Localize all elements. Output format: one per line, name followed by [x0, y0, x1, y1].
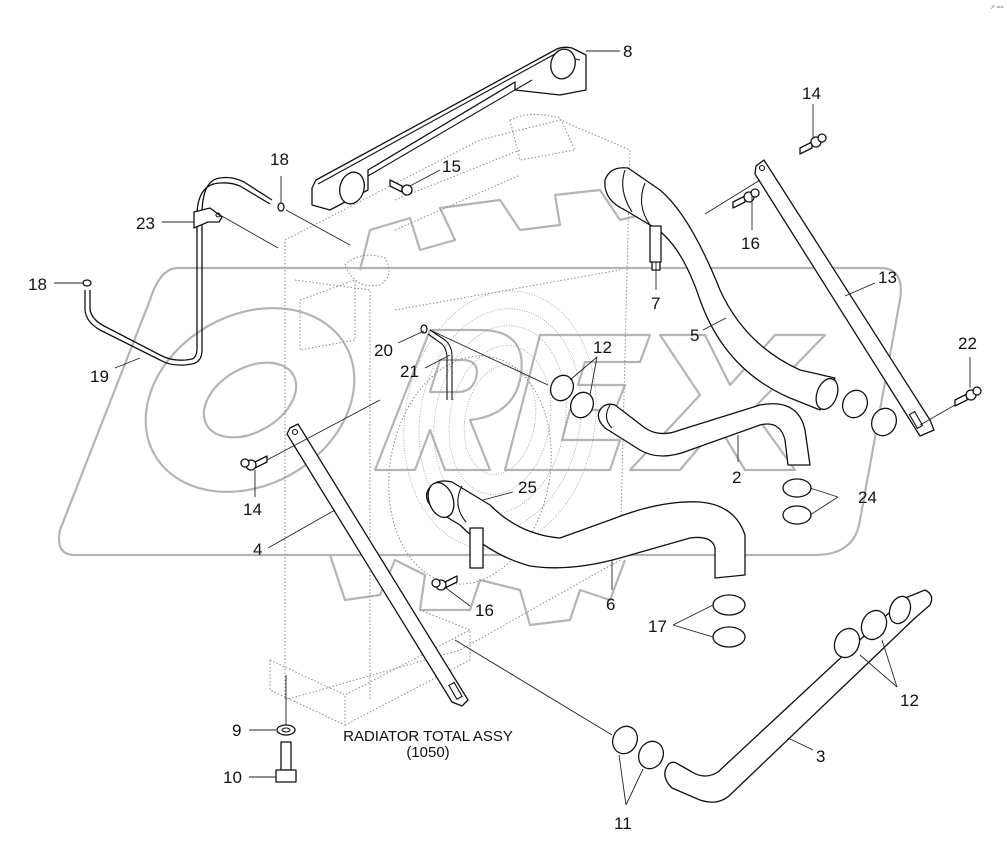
- callout-12-upper: 12: [593, 338, 612, 357]
- assembly-caption: RADIATOR TOTAL ASSY (1050): [343, 728, 513, 761]
- callout-2: 2: [732, 468, 741, 487]
- part-19-pipe: [84, 176, 273, 366]
- callout-12-lower: 12: [900, 691, 919, 710]
- callout-10: 10: [223, 768, 242, 787]
- part-2-hose: [597, 403, 811, 466]
- callout-5: 5: [690, 326, 699, 345]
- callout-20: 20: [374, 341, 393, 360]
- part-18-orings: [82, 202, 285, 287]
- part-23-clip: [193, 207, 223, 229]
- callout-3: 3: [816, 747, 825, 766]
- bolts: [240, 133, 982, 783]
- radiator-ghost-outline: [269, 114, 631, 726]
- callout-16-top: 16: [741, 234, 760, 253]
- callout-7: 7: [651, 294, 660, 313]
- callout-6: 6: [606, 595, 615, 614]
- callout-22: 22: [958, 334, 977, 353]
- corner-mark: ↗ ==: [990, 5, 1004, 11]
- callout-24: 24: [858, 488, 877, 507]
- callout-15: 15: [442, 157, 461, 176]
- caption-code: (1050): [406, 744, 449, 761]
- callout-14-top: 14: [802, 84, 821, 103]
- callout-21: 21: [400, 362, 419, 381]
- callout-25: 25: [518, 478, 537, 497]
- callout-9: 9: [232, 721, 241, 740]
- callout-23: 23: [136, 214, 155, 233]
- part-3-hose: [664, 589, 933, 803]
- part-4-stay: [286, 423, 469, 707]
- callout-4: 4: [253, 540, 262, 559]
- callout-19: 19: [90, 367, 109, 386]
- callout-11: 11: [614, 814, 632, 833]
- callout-17: 17: [648, 617, 667, 636]
- part-13-stay: [754, 159, 935, 437]
- caption-title: RADIATOR TOTAL ASSY: [343, 728, 513, 745]
- callout-14-left: 14: [243, 500, 262, 519]
- part-21-pipe: [420, 324, 453, 400]
- part-6-hose: [425, 480, 746, 579]
- leader-lines: [54, 50, 971, 806]
- part-8-bar: [311, 46, 587, 211]
- callout-18-top: 18: [270, 150, 289, 169]
- callout-labels: 8 14 18 15 23 16 18 7 13 19 20 21 12 5 2…: [28, 42, 977, 833]
- callout-18-left: 18: [28, 275, 47, 294]
- part-5-hose: [604, 167, 839, 411]
- hose-clamps: [549, 374, 898, 770]
- callout-13: 13: [878, 268, 897, 287]
- callout-8: 8: [623, 42, 632, 61]
- callout-16-lower: 16: [475, 601, 494, 620]
